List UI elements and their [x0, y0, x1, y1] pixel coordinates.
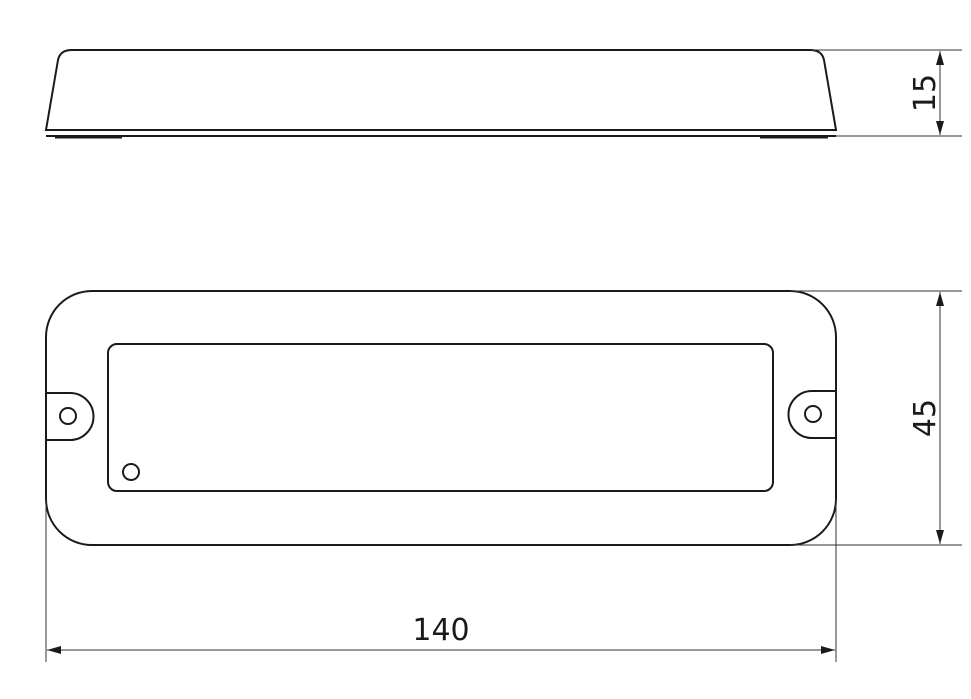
left-mounting-hole	[59, 407, 77, 425]
width-dimension: 45	[790, 290, 962, 546]
inner-window	[107, 343, 774, 492]
height-dimension: 15	[812, 49, 962, 137]
side-view	[44, 49, 838, 139]
width-dimension-label: 45	[908, 399, 943, 437]
front-view	[45, 290, 837, 546]
indicator-circle	[122, 463, 140, 481]
right-mounting-tab	[787, 390, 836, 439]
length-dimension-label: 140	[412, 613, 469, 648]
left-mounting-tab	[46, 392, 95, 441]
height-dimension-label: 15	[908, 74, 943, 112]
length-dimension: 140	[45, 500, 837, 662]
right-mounting-hole	[804, 405, 822, 423]
outer-frame	[45, 290, 837, 546]
side-view-body	[44, 49, 838, 131]
